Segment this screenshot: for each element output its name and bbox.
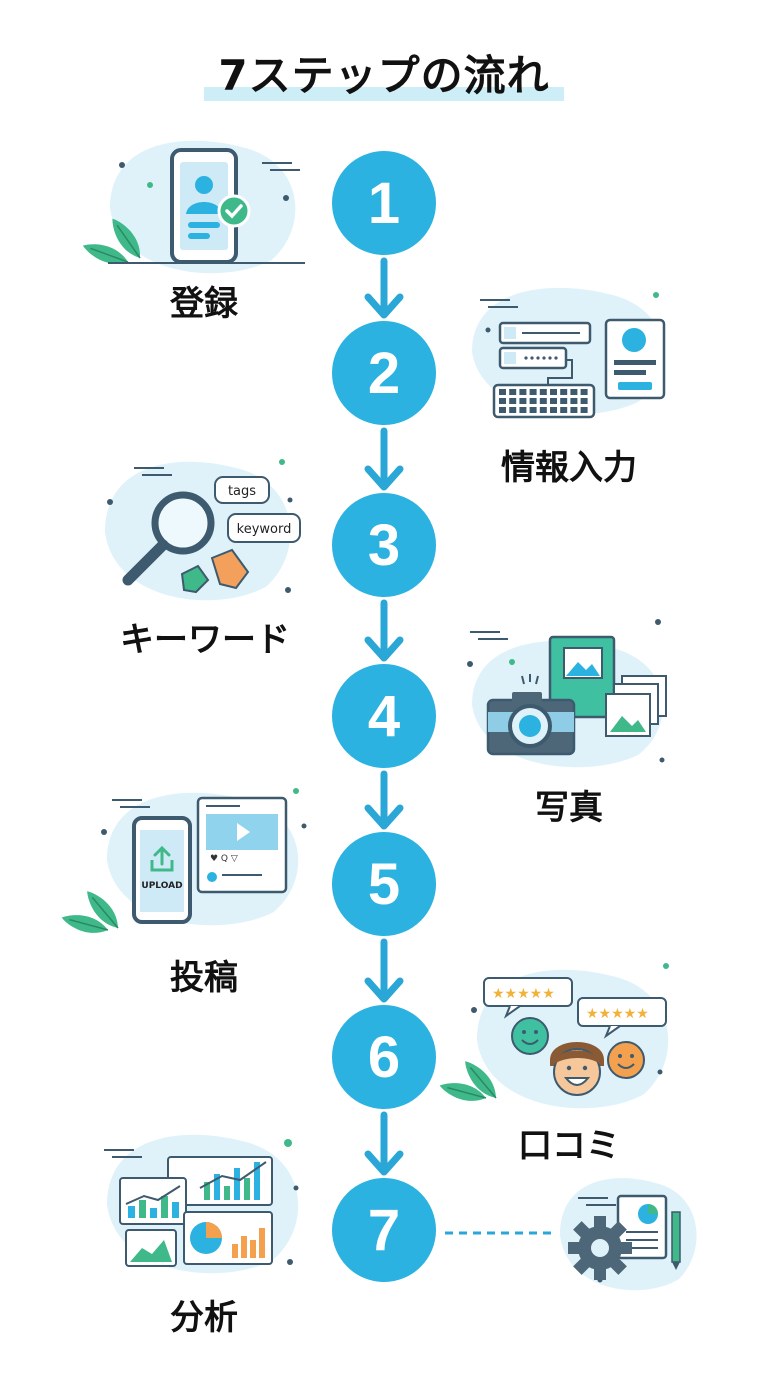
step-1-circle: 1 <box>332 151 436 255</box>
title-wrap: 7ステップの流れ <box>0 42 768 103</box>
step-number: 5 <box>368 852 400 917</box>
step-6-label: 口コミ <box>518 1126 620 1166</box>
svg-text:♥ Q ▽: ♥ Q ▽ <box>210 854 238 864</box>
step-number: 2 <box>368 341 400 406</box>
flow-arrow <box>364 1111 404 1176</box>
flow-arrow <box>364 427 404 491</box>
step-number: 7 <box>368 1198 400 1263</box>
flow-arrow <box>364 599 404 662</box>
step-3-circle: 3 <box>332 493 436 597</box>
reviews-faces-icon: ★★★★★ ★★★★★ <box>439 963 669 1109</box>
upload-label: UPLOAD <box>141 881 182 891</box>
flow-arrow <box>364 770 404 830</box>
flow-arrow <box>364 257 404 319</box>
svg-text:★★★★★: ★★★★★ <box>586 1006 649 1022</box>
step-5-circle: 5 <box>332 832 436 936</box>
tag-bubble-text: tags <box>228 484 256 499</box>
step-2-circle: 2 <box>332 321 436 425</box>
charts-analytics-icon <box>104 1134 299 1274</box>
step-number: 6 <box>368 1025 400 1090</box>
step-4-label: 写真 <box>535 788 603 828</box>
gear-document-icon <box>560 1178 697 1291</box>
page-title: 7ステップの流れ <box>204 42 564 103</box>
keyword-bubble-text: keyword <box>237 522 292 537</box>
step-2-label: 情報入力 <box>501 448 637 488</box>
step-6-circle: 6 <box>332 1005 436 1109</box>
phone-upload-video-icon: ♥ Q ▽ UPLOAD <box>61 788 307 933</box>
form-keyboard-icon <box>472 287 666 419</box>
step-1-label: 登録 <box>170 284 238 324</box>
step-number: 1 <box>368 171 400 236</box>
step-7-circle: 7 <box>332 1178 436 1282</box>
step-number: 4 <box>368 684 400 749</box>
step-3-label: キーワード <box>120 620 290 660</box>
step-7-label: 分析 <box>170 1298 238 1338</box>
flow-arrow <box>364 938 404 1003</box>
step-4-circle: 4 <box>332 664 436 768</box>
step-number: 3 <box>368 513 400 578</box>
magnifier-tags-icon: tags keyword <box>105 459 301 601</box>
svg-text:★★★★★: ★★★★★ <box>492 986 555 1002</box>
camera-photos-icon <box>467 619 667 768</box>
step-5-label: 投稿 <box>170 958 238 998</box>
phone-profile-check-icon <box>82 140 305 274</box>
